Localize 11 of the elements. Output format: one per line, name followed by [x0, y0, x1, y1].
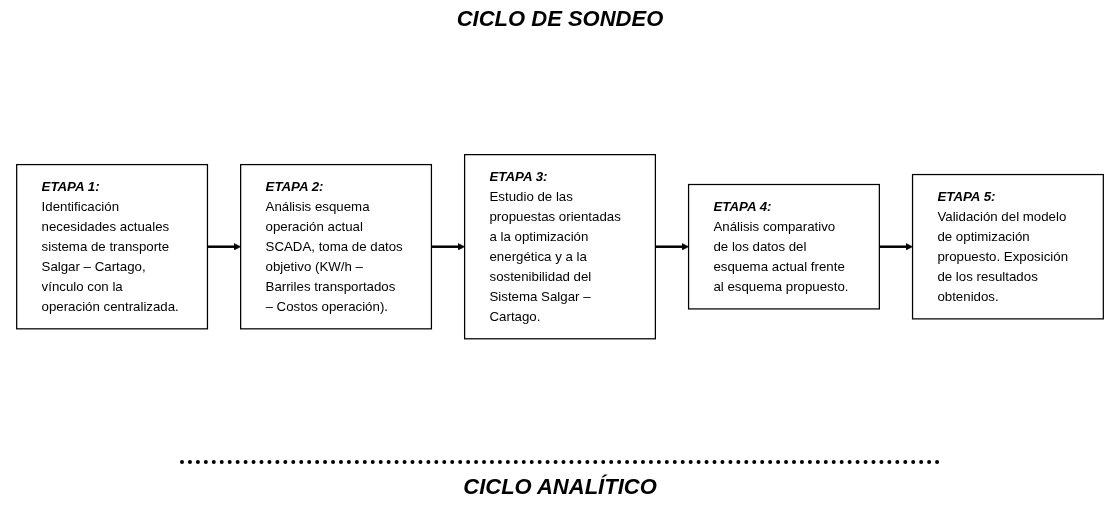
node-box: ETAPA 4: Análisis comparativo de los datos del esquema actual frente al esquema propuesto.: [687, 184, 880, 310]
node-box: ETAPA 5: Validación del modelo de optimización propuesto. Exposición de los resultados obtenidos.: [911, 174, 1104, 320]
arrow: [431, 243, 465, 251]
arrow: [879, 243, 913, 251]
node-box: ETAPA 2: Análisis esquema operación actual SCADA, toma de datos objetivo (KW/h – Barriles transportados – Costos operación).: [240, 164, 433, 330]
section-title: CICLO DE SONDEO: [456, 6, 664, 32]
node-box: ETAPA 3: Estudio de las propuestas orientadas a la optimización energética y a la sostenibilidad del Sistema Salgar – Cartago.: [464, 154, 656, 340]
arrow: [207, 243, 241, 251]
section-title: CICLO ANALÍTICO: [463, 474, 657, 500]
arrow: [655, 243, 689, 251]
node-box: ETAPA 1: Identificación necesidades actuales sistema de transporte Salgar – Cartago, vínculo con la operación centralizada.: [16, 164, 209, 330]
